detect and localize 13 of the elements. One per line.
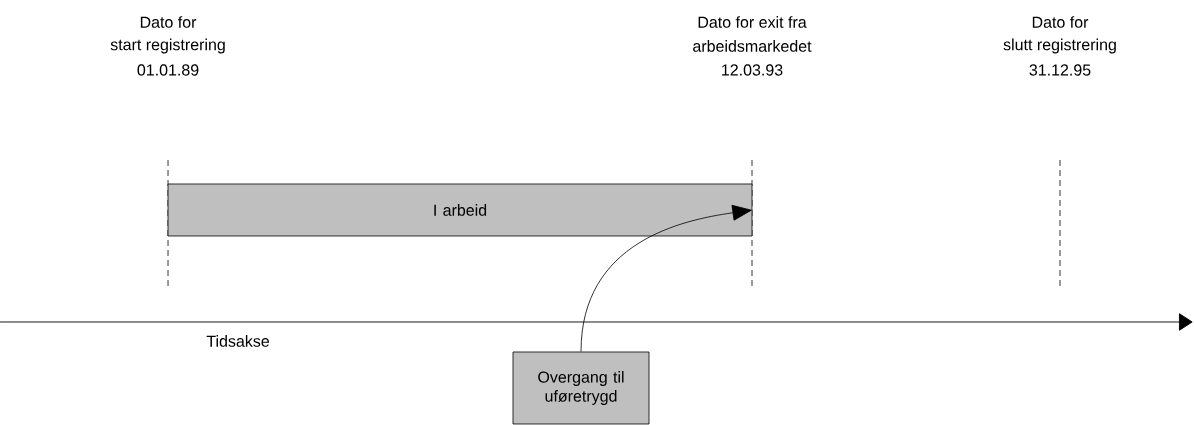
date-label: 12.03.93 [722, 64, 783, 76]
date-label: Dato for [140, 16, 197, 28]
date-label: Dato for [1032, 16, 1089, 28]
date-label: start registrering [110, 38, 225, 54]
date-label: Dato for exit fra [698, 16, 807, 28]
note-box: Overgang til uføretrygd [512, 351, 650, 425]
axis-label: Tidsakse [206, 335, 269, 347]
date-label: 31.12.95 [1029, 64, 1091, 76]
arrow [580, 204, 752, 352]
date-label: arbeidsmarkedet [693, 40, 812, 52]
date-label: slutt registrering [1003, 38, 1116, 54]
date-label: 01.01.89 [137, 64, 199, 76]
box: I arbeid [167, 183, 753, 237]
